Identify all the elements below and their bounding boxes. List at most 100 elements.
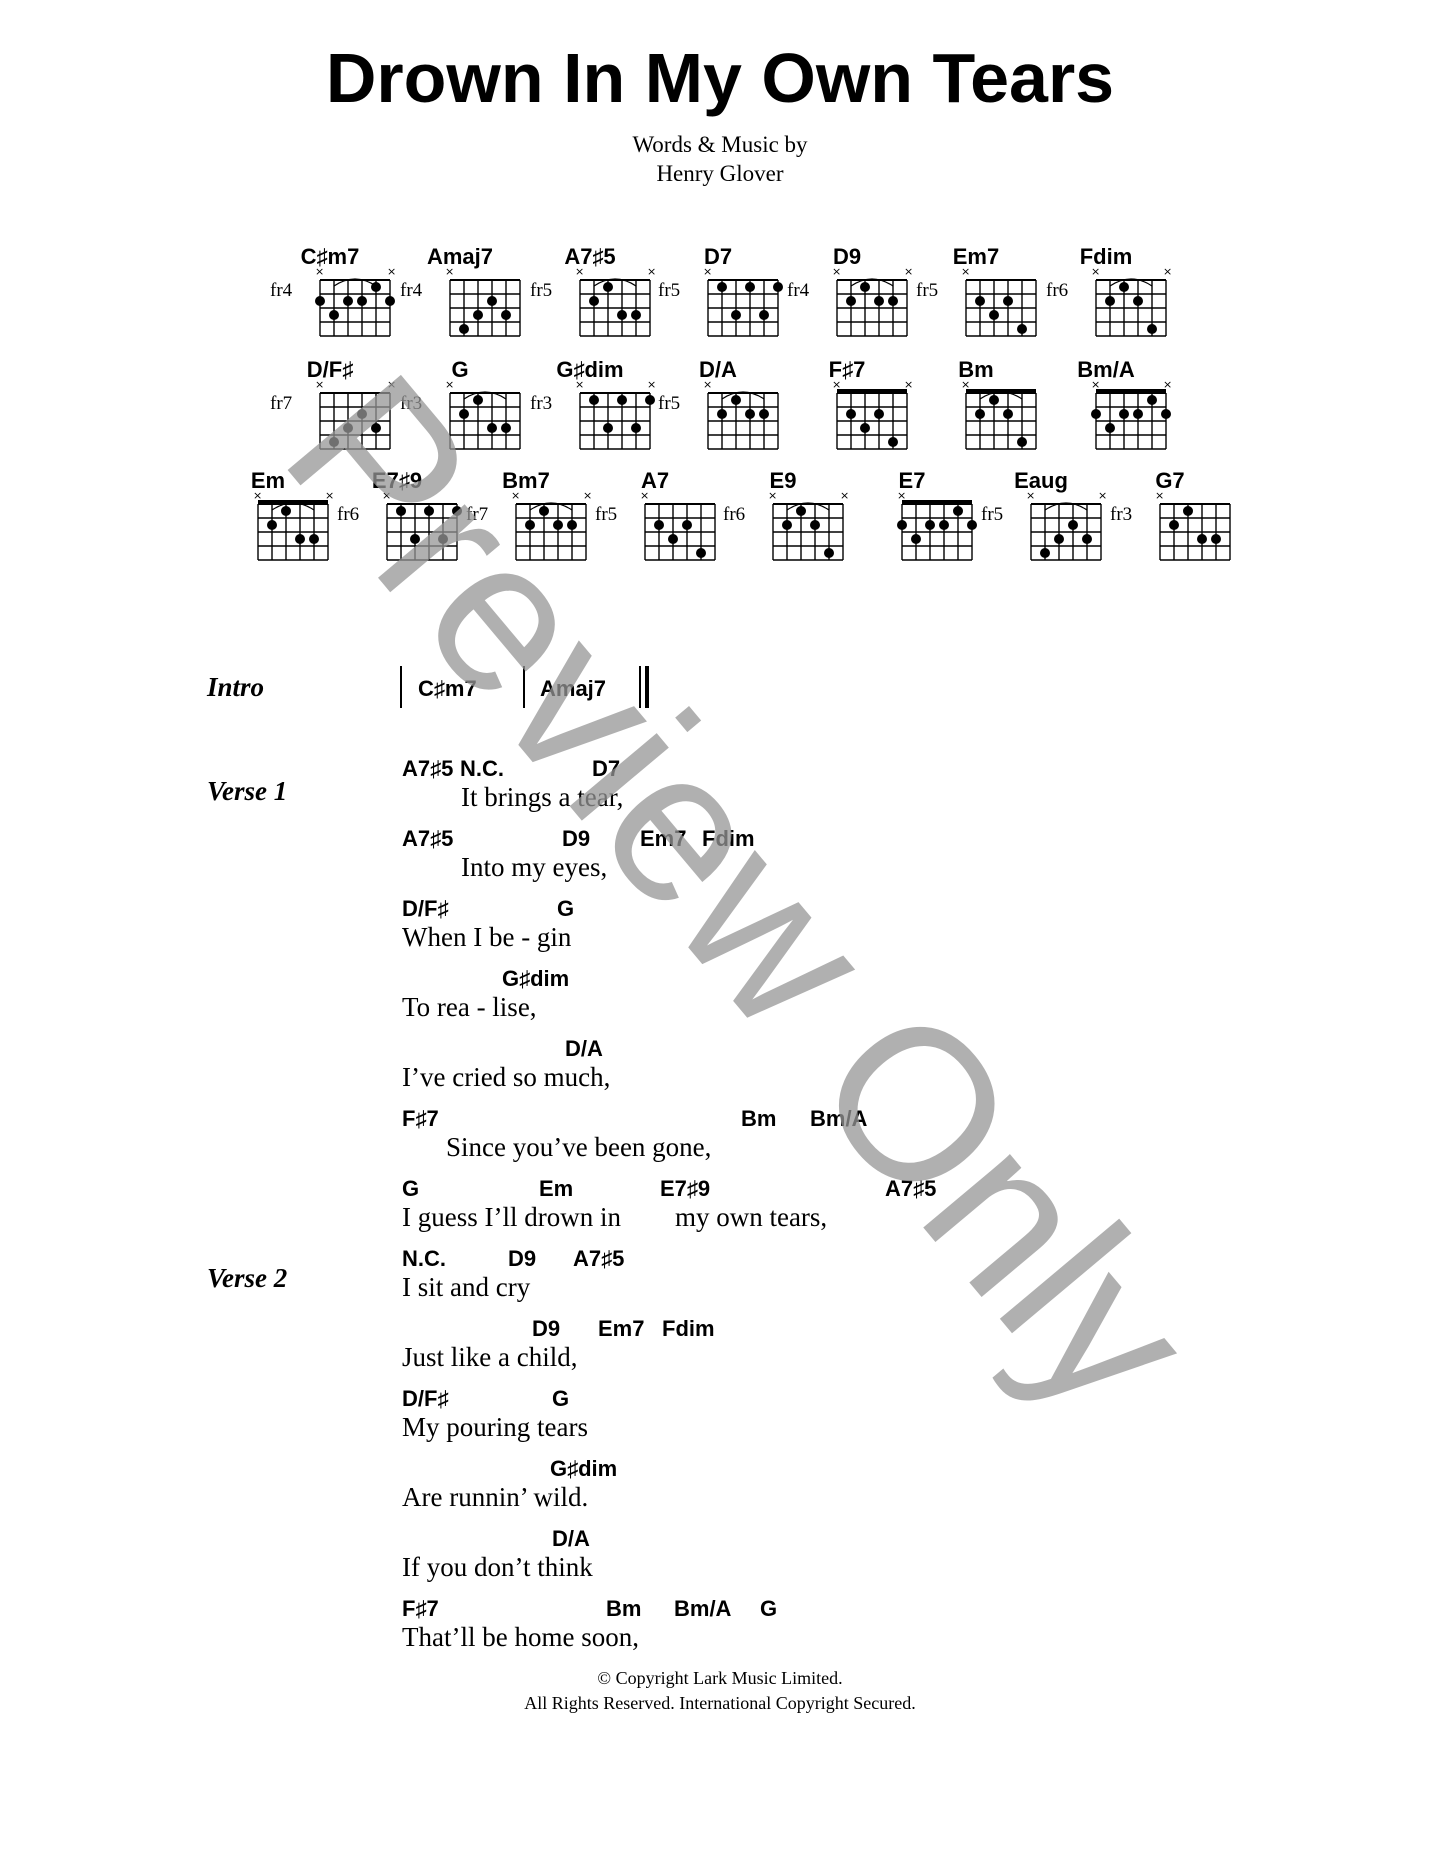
fret-position-label: fr7 [466, 504, 489, 525]
intro-chord-2: Amaj7 [540, 676, 607, 701]
chord-symbol: D/F♯ [402, 896, 449, 921]
chord-symbol: F♯7 [402, 1106, 439, 1131]
svg-text:×: × [1091, 378, 1100, 391]
chord-symbol: D/F♯ [402, 1386, 449, 1411]
chord-symbol: N.C. [402, 1246, 446, 1271]
fret-position-label: fr7 [270, 393, 293, 414]
section-label-intro: Intro [207, 672, 265, 702]
fret-position-label: fr6 [1046, 280, 1069, 301]
svg-text:×: × [583, 489, 592, 502]
fretboard-grid: ×× [575, 265, 656, 337]
chord-symbol: Em7 [640, 826, 687, 851]
chord-diagram-name: Em7 [952, 244, 1000, 269]
svg-text:×: × [253, 489, 262, 502]
chord-symbol: A7♯5 [402, 826, 454, 851]
credit-composer: Henry Glover [656, 161, 784, 186]
chord-symbol: G [552, 1386, 570, 1411]
lyric-line: Just like a child, [402, 1342, 578, 1372]
chord-symbol: D/A [565, 1036, 603, 1061]
chord-diagram: D7 fr5 × [658, 244, 783, 344]
chord-diagram: Em×× [218, 468, 334, 568]
chord-diagram: E7× [862, 468, 977, 568]
fretboard-grid: × [382, 489, 462, 561]
fretboard-grid: ×× [832, 378, 913, 450]
svg-text:×: × [387, 378, 396, 391]
svg-text:×: × [703, 378, 712, 391]
chord-symbol: N.C. [460, 756, 504, 781]
fret-position-label: fr5 [916, 280, 939, 301]
fretboard-grid: ×× [575, 378, 656, 450]
chord-symbol: A7♯5 [402, 756, 454, 781]
svg-text:×: × [1163, 265, 1172, 278]
chord-symbol: F♯7 [402, 1596, 439, 1621]
fretboard-grid: × [961, 265, 1037, 337]
chord-diagram: Bm/A×× [1056, 357, 1172, 457]
fretboard-grid: ×× [1091, 378, 1172, 450]
fret-position-label: fr6 [723, 504, 746, 525]
fretboard-grid: ×× [315, 378, 396, 450]
chord-diagram-name: F♯7 [828, 357, 866, 382]
chord-symbol: G [402, 1176, 420, 1201]
fretboard-grid: × [897, 489, 977, 561]
svg-text:×: × [315, 378, 324, 391]
svg-text:×: × [1155, 489, 1164, 502]
fretboard-grid: × [1155, 489, 1231, 561]
chord-diagram-name: A7 [640, 468, 670, 493]
chord-symbol: G♯dim [550, 1456, 618, 1481]
fret-position-label: fr5 [530, 280, 553, 301]
svg-text:×: × [768, 489, 777, 502]
chord-diagram-name: D7 [703, 244, 733, 269]
svg-text:×: × [904, 378, 913, 391]
chord-symbol: G [760, 1596, 778, 1621]
copyright-line: © Copyright Lark Music Limited. [597, 1668, 843, 1688]
lyric-line: I guess I’ll drown in my own tears, [402, 1202, 828, 1232]
bar-line [523, 666, 525, 708]
chord-symbol: D9 [508, 1246, 537, 1271]
fret-position-label: fr3 [400, 393, 423, 414]
chord-diagram-name: E7♯9 [371, 468, 423, 493]
svg-text:×: × [1026, 489, 1035, 502]
fretboard-grid: × [445, 378, 521, 450]
chord-diagram-name: Bm [958, 357, 994, 382]
rights-line: All Rights Reserved. International Copyr… [524, 1693, 916, 1713]
lyric-line: Are runnin’ wild. [402, 1482, 589, 1512]
lyric-line: Into my eyes, [461, 852, 608, 882]
chord-symbol: Em [539, 1176, 574, 1201]
chord-diagram: A7 fr5 × [595, 468, 716, 568]
chord-symbol: D9 [562, 826, 591, 851]
chord-diagram-name: A7♯5 [564, 244, 616, 269]
svg-text:×: × [904, 265, 913, 278]
fretboard-grid: ×× [1091, 265, 1172, 337]
chord-diagram-name: Em [250, 468, 286, 493]
chord-diagram-name: Bm7 [502, 468, 550, 493]
svg-text:×: × [325, 489, 334, 502]
fret-position-label: fr5 [658, 393, 681, 414]
fretboard-grid: × [640, 489, 716, 561]
chord-symbol: D7 [592, 756, 621, 781]
fretboard-grid: × [703, 265, 783, 337]
fret-position-label: fr5 [595, 504, 618, 525]
chord-diagram-name: G♯dim [556, 357, 624, 382]
fretboard-grid: ×× [832, 265, 913, 337]
lyric-line: That’ll be home soon, [402, 1622, 639, 1652]
chord-diagram: Em7 fr5 × [916, 244, 1037, 344]
fret-position-label: fr3 [530, 393, 553, 414]
svg-text:×: × [575, 378, 584, 391]
fret-position-label: fr5 [658, 280, 681, 301]
svg-text:×: × [1163, 378, 1172, 391]
fret-position-label: fr3 [1110, 504, 1133, 525]
song-title: Drown In My Own Tears [325, 39, 1115, 117]
svg-text:×: × [575, 265, 584, 278]
chord-symbol: Bm/A [674, 1596, 732, 1621]
chord-symbol: Bm [741, 1106, 777, 1131]
chord-symbol: Bm/A [810, 1106, 868, 1131]
svg-text:×: × [315, 265, 324, 278]
fretboard-grid: × [961, 378, 1037, 450]
